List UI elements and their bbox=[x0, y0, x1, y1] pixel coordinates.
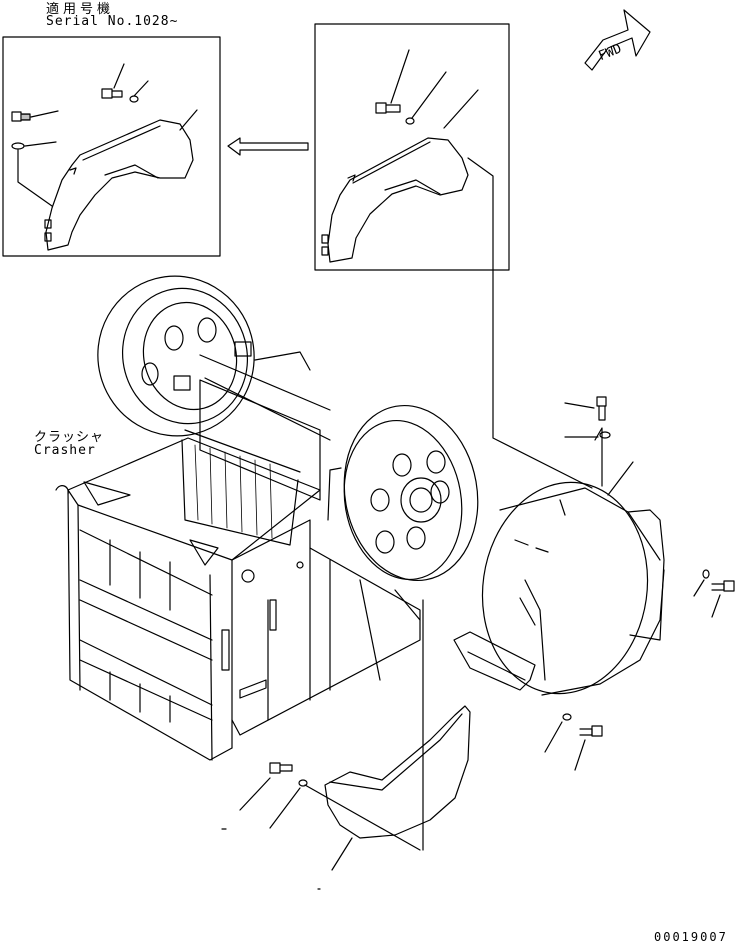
drawing-number: 00019007 bbox=[654, 930, 728, 944]
belt-cover-plate bbox=[45, 119, 194, 251]
washer-icon bbox=[129, 95, 139, 103]
crasher-jp-label: クラッシャ bbox=[34, 430, 105, 445]
applicability-en-label: Serial No.1028~ bbox=[46, 14, 179, 29]
bolt-icon bbox=[711, 580, 735, 592]
bolt-icon bbox=[269, 762, 293, 774]
detail-box-serial bbox=[2, 36, 221, 257]
crasher-en-label: Crasher bbox=[34, 443, 96, 458]
washer-icon bbox=[702, 569, 710, 579]
detail-box-standard bbox=[314, 23, 593, 489]
bolt-icon bbox=[11, 111, 31, 122]
lower-belt-cover bbox=[304, 599, 471, 871]
fwd-arrow-icon bbox=[584, 9, 651, 71]
belt-cover-plate bbox=[327, 137, 469, 263]
washer-icon bbox=[298, 779, 308, 787]
washer-icon bbox=[405, 117, 415, 125]
fwd-label: FWD bbox=[596, 41, 624, 64]
washer-icon bbox=[599, 431, 611, 439]
bolt-icon bbox=[375, 102, 401, 114]
arrow-left-icon bbox=[227, 137, 309, 156]
bolt-icon bbox=[596, 396, 607, 421]
washer-icon bbox=[11, 142, 25, 150]
flywheel-cover bbox=[453, 427, 665, 696]
crasher-body bbox=[55, 275, 479, 761]
bolt-icon bbox=[101, 88, 123, 99]
washer-icon bbox=[562, 713, 572, 721]
bolt-icon bbox=[579, 725, 603, 737]
applicability-jp-label: 適用号機 bbox=[46, 2, 115, 17]
